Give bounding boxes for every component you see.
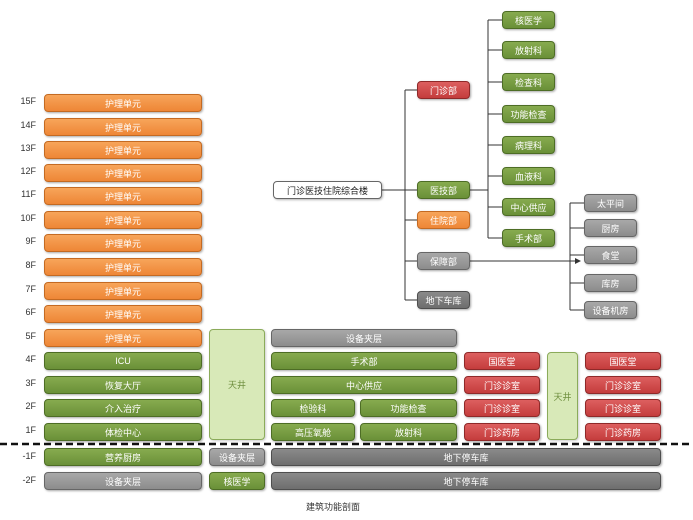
floor-label-6f: 6F (25, 307, 36, 317)
hyperbaric-block: 高压氧舱 (271, 423, 355, 441)
nutrition-kitchen-block: 营养厨房 (44, 448, 202, 466)
recovery-hall-block: 恢复大厅 (44, 376, 202, 394)
floor-label-5f: 5F (25, 331, 36, 341)
nursing-unit-14f: 护理单元 (44, 118, 202, 136)
floor-label-2f: 2F (25, 401, 36, 411)
surgery-block: 手术部 (271, 352, 457, 370)
tree-medtech-surgery: 手术部 (502, 229, 555, 247)
tree-support-morgue: 太平间 (584, 194, 637, 212)
equipment-layer-b1-block: 设备夹层 (209, 448, 265, 466)
floor-label-b2: -2F (22, 475, 37, 485)
tree-support-canteen: 食堂 (584, 246, 637, 264)
nursing-unit-12f: 护理单元 (44, 164, 202, 182)
pharmacy-a: 门诊药房 (464, 423, 540, 441)
tree-medtech-function: 功能检查 (502, 105, 555, 123)
tree-outpatient: 门诊部 (417, 81, 470, 99)
outpatient-room-a-3f: 门诊诊室 (464, 376, 540, 394)
nursing-unit-6f: 护理单元 (44, 305, 202, 323)
floor-label-12f: 12F (20, 166, 36, 176)
floor-label-7f: 7F (25, 284, 36, 294)
interventional-block: 介入治疗 (44, 399, 202, 417)
outpatient-room-b-3f: 门诊诊室 (585, 376, 661, 394)
floor-label-8f: 8F (25, 260, 36, 270)
outpatient-room-a-2f: 门诊诊室 (464, 399, 540, 417)
tree-medtech-exam: 检查科 (502, 73, 555, 91)
atrium-left: 天井 (209, 329, 265, 440)
nursing-unit-15f: 护理单元 (44, 94, 202, 112)
diagram-caption: 建筑功能剖面 (305, 502, 360, 512)
function-exam-block: 功能检查 (360, 399, 457, 417)
underground-parking-b2: 地下停车库 (271, 472, 661, 490)
floor-label-13f: 13F (20, 143, 36, 153)
floor-label-4f: 4F (25, 354, 36, 364)
tree-root: 门诊医技住院综合楼 (273, 181, 382, 199)
tree-medtech-radiology: 放射科 (502, 41, 555, 59)
tree-support-equipment-room: 设备机房 (584, 301, 637, 319)
atrium-right: 天井 (547, 352, 578, 440)
physical-exam-block: 体检中心 (44, 423, 202, 441)
tcm-hall-b: 国医堂 (585, 352, 661, 370)
floor-label-1f: 1F (25, 425, 36, 435)
nuclear-medicine-b2-block: 核医学 (209, 472, 265, 490)
floor-label-9f: 9F (25, 236, 36, 246)
nursing-unit-5f: 护理单元 (44, 329, 202, 347)
central-supply-block: 中心供应 (271, 376, 457, 394)
tcm-hall-a: 国医堂 (464, 352, 540, 370)
nursing-unit-10f: 护理单元 (44, 211, 202, 229)
equipment-layer-5f-block: 设备夹层 (271, 329, 457, 347)
floor-label-b1: -1F (22, 451, 37, 461)
floor-label-14f: 14F (20, 120, 36, 130)
tree-support: 保障部 (417, 252, 470, 270)
icu-block: ICU (44, 352, 202, 370)
outpatient-room-b-2f: 门诊诊室 (585, 399, 661, 417)
tree-parking: 地下车库 (417, 291, 470, 309)
tree-medtech-nuclear: 核医学 (502, 11, 555, 29)
tree-support-storage: 库房 (584, 274, 637, 292)
tree-medtech-blood: 血液科 (502, 167, 555, 185)
nursing-unit-7f: 护理单元 (44, 282, 202, 300)
tree-support-kitchen: 厨房 (584, 219, 637, 237)
nursing-unit-13f: 护理单元 (44, 141, 202, 159)
nursing-unit-9f: 护理单元 (44, 234, 202, 252)
nursing-unit-8f: 护理单元 (44, 258, 202, 276)
laboratory-block: 检验科 (271, 399, 355, 417)
floor-label-3f: 3F (25, 378, 36, 388)
floor-label-11f: 11F (21, 189, 36, 199)
tree-medtech-supply: 中心供应 (502, 198, 555, 216)
pharmacy-b: 门诊药房 (585, 423, 661, 441)
radiology-block: 放射科 (360, 423, 457, 441)
floor-label-15f: 15F (20, 96, 36, 106)
equipment-layer-b2-block: 设备夹层 (44, 472, 202, 490)
tree-medtech: 医技部 (417, 181, 470, 199)
underground-parking-b1: 地下停车库 (271, 448, 661, 466)
tree-inpatient: 住院部 (417, 211, 470, 229)
tree-medtech-pathology: 病理科 (502, 136, 555, 154)
nursing-unit-11f: 护理单元 (44, 187, 202, 205)
floor-label-10f: 10F (20, 213, 36, 223)
